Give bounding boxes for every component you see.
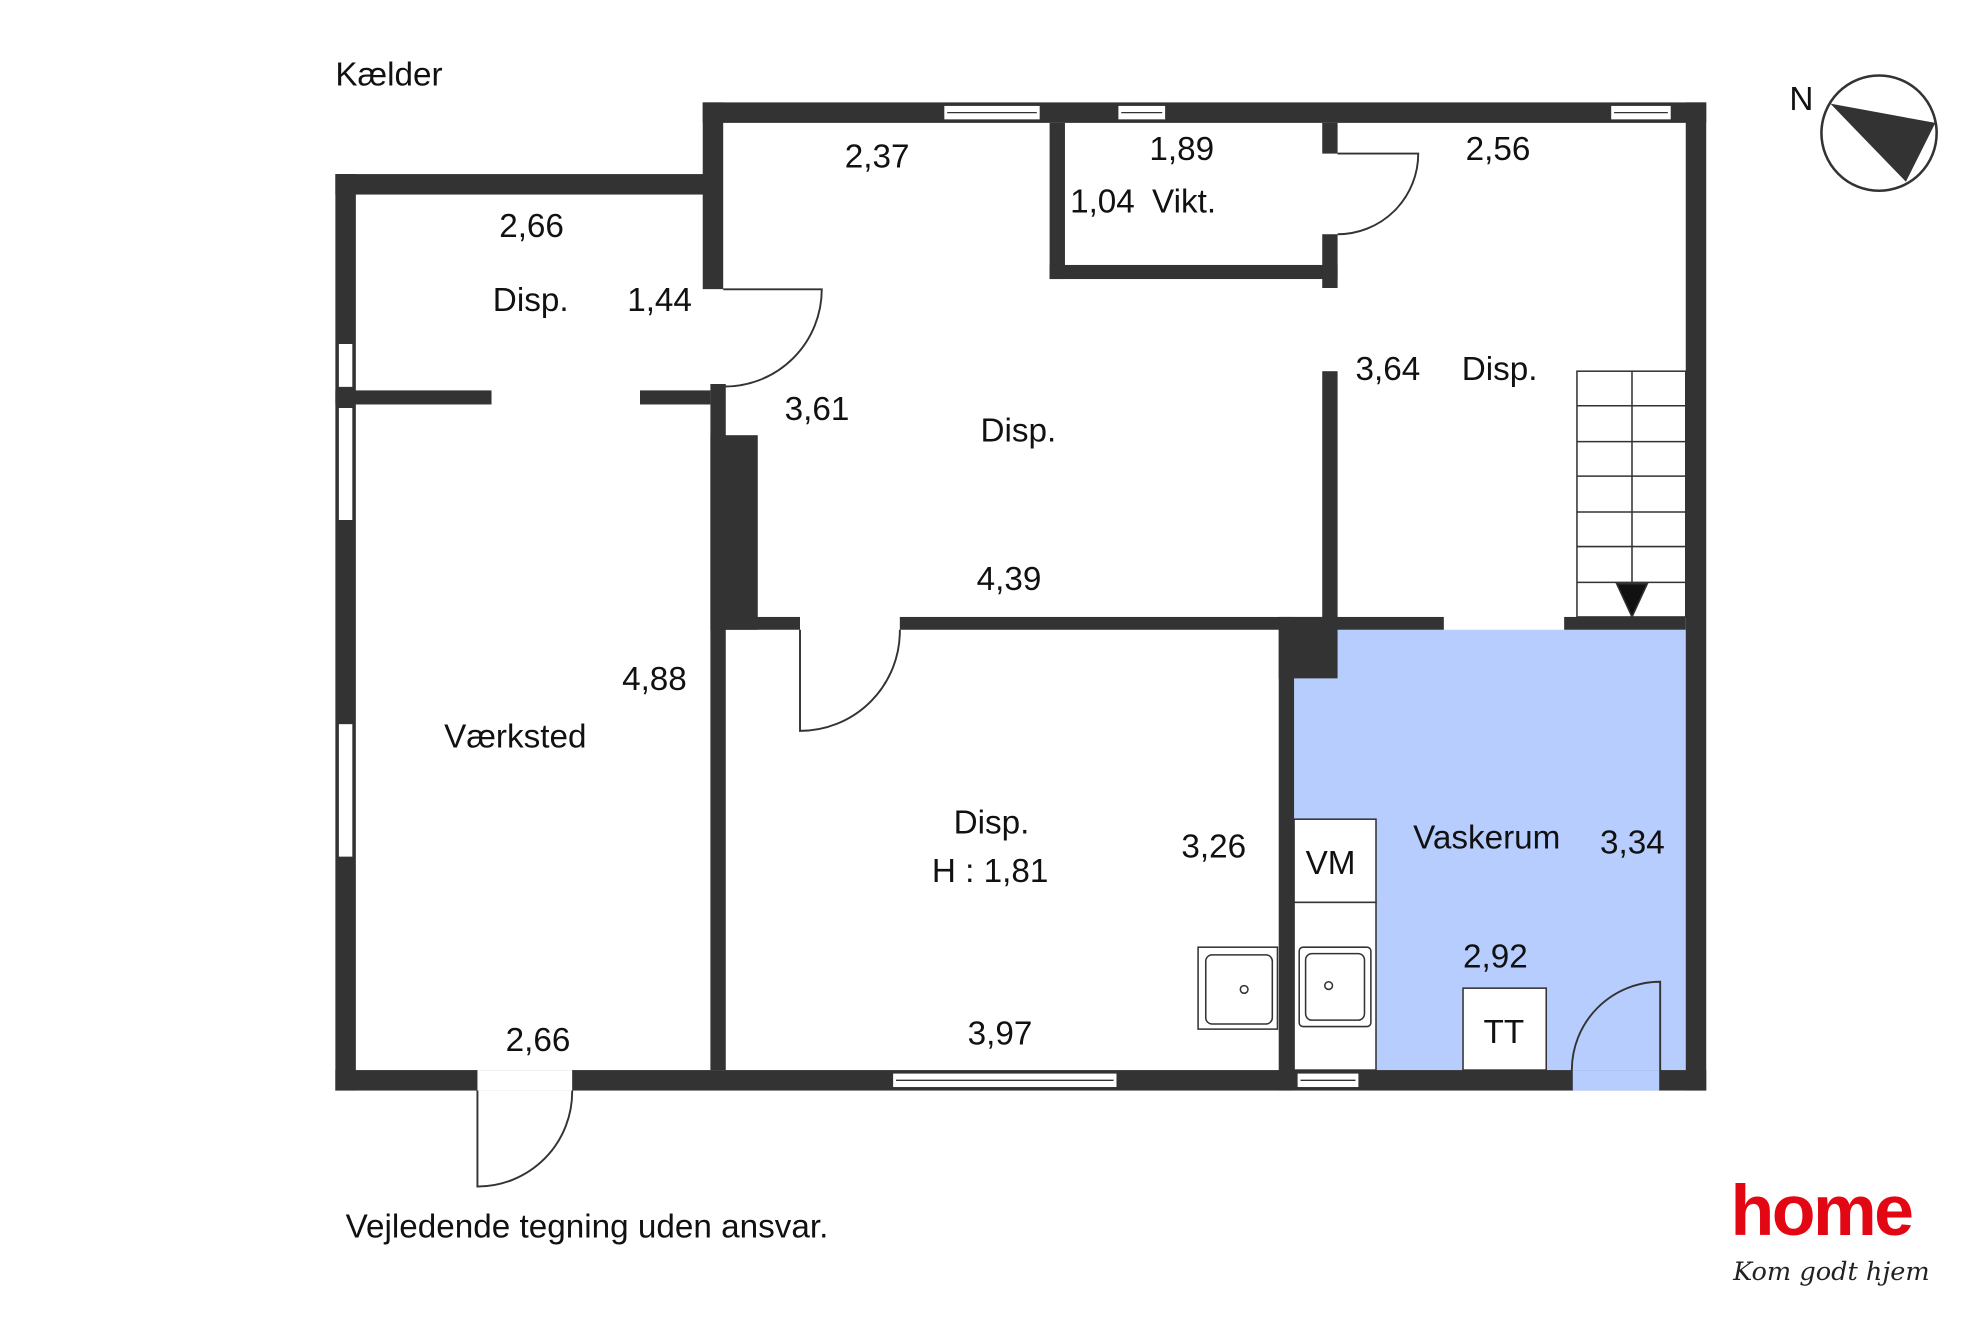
dim: 1,89 [1149, 131, 1214, 168]
compass-needle-icon [1830, 103, 1936, 182]
dim: 2,66 [506, 1022, 571, 1059]
room-name: Disp. [954, 804, 1030, 841]
dryer-label: TT [1484, 1014, 1525, 1051]
vaskerum-fill [1294, 629, 1686, 1071]
stair-arrow-icon [1615, 582, 1649, 619]
floor-title: Kælder [335, 57, 442, 94]
room-name: Vikt. [1152, 183, 1216, 220]
height-note: H : 1,81 [932, 853, 1049, 890]
dim: 1,44 [627, 282, 692, 319]
room-name: Vaskerum [1413, 820, 1560, 857]
dim: 3,26 [1181, 829, 1246, 866]
labels: Kælder Vejledende tegning uden ansvar. 2… [335, 57, 1664, 1246]
dim: 2,92 [1463, 939, 1528, 976]
windows [336, 103, 1673, 1089]
fixtures [1197, 818, 1548, 1071]
dim: 4,39 [977, 561, 1042, 598]
dim: 3,64 [1356, 351, 1421, 388]
dim: 2,37 [845, 139, 910, 176]
dim: 1,04 [1070, 183, 1135, 220]
disclaimer: Vejledende tegning uden ansvar. [346, 1209, 829, 1246]
stairs [1576, 370, 1687, 619]
logo-wordmark: home [1731, 1171, 1913, 1251]
brand-logo: home Kom godt hjem [1731, 1171, 1930, 1287]
doors [476, 152, 1662, 1188]
compass-north-label: N [1789, 81, 1813, 118]
dryer [1462, 987, 1548, 1071]
dim: 2,66 [499, 208, 564, 245]
room-name: Disp. [1462, 351, 1538, 388]
room-name: Værksted [444, 719, 586, 756]
washing-machine [1293, 818, 1377, 904]
washing-machine-label: VM [1306, 845, 1356, 882]
dim: 4,88 [622, 661, 687, 698]
dim: 3,97 [968, 1015, 1033, 1052]
room-name: Disp. [980, 413, 1056, 450]
compass: N [1789, 74, 1938, 192]
dim: 3,61 [785, 391, 850, 428]
logo-tagline: Kom godt hjem [1732, 1257, 1930, 1287]
dim: 2,56 [1466, 131, 1531, 168]
dim: 3,34 [1600, 825, 1665, 862]
room-name: Disp. [493, 282, 569, 319]
